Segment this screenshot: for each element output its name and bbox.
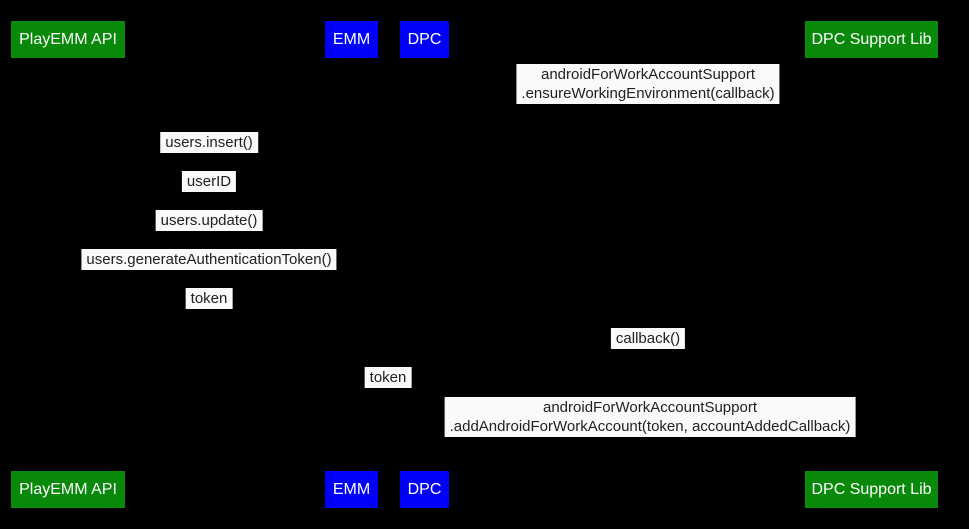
message-token-return: token [185,288,233,309]
actor-dpc-support-lib-top: DPC Support Lib [805,21,938,58]
message-callback: callback() [610,328,686,349]
message-line: .addAndroidForWorkAccount(token, account… [449,418,851,435]
message-line: androidForWorkAccountSupport [543,399,757,416]
message-users-insert: users.insert() [160,132,258,153]
message-users-update: users.update() [155,210,263,231]
message-generate-authentication-token: users.generateAuthenticationToken() [81,249,337,270]
actor-playemm-api-top: PlayEMM API [11,21,125,58]
actor-emm-top: EMM [325,21,378,58]
message-ensure-working-environment: androidForWorkAccountSupport .ensureWork… [516,64,780,104]
actor-dpc-top: DPC [400,21,449,58]
message-token-pass: token [364,367,412,388]
actor-playemm-api-bottom: PlayEMM API [11,471,125,508]
message-line: .ensureWorkingEnvironment(callback) [521,85,775,102]
actor-emm-bottom: EMM [325,471,378,508]
actor-dpc-bottom: DPC [400,471,449,508]
actor-dpc-support-lib-bottom: DPC Support Lib [805,471,938,508]
message-line: androidForWorkAccountSupport [540,66,755,83]
message-add-android-for-work-account: androidForWorkAccountSupport .addAndroid… [444,397,856,437]
message-userid: userID [181,171,237,192]
